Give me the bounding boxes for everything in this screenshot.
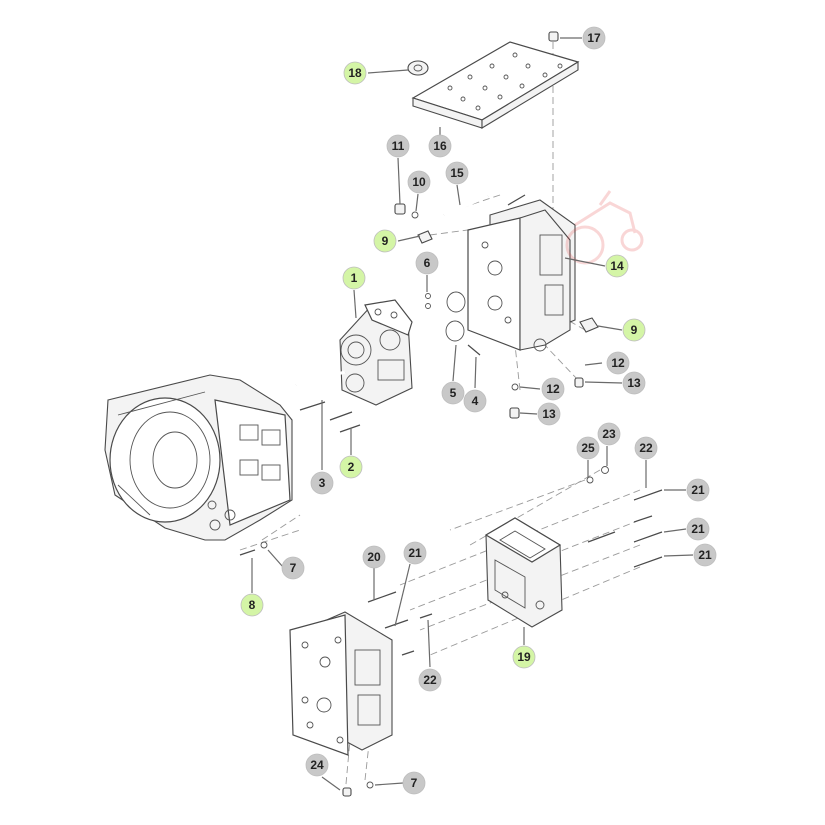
callout-19: 19	[512, 645, 536, 669]
svg-text:21: 21	[691, 522, 705, 536]
svg-text:24: 24	[310, 758, 324, 772]
svg-text:10: 10	[412, 175, 426, 189]
svg-text:19: 19	[517, 650, 531, 664]
callout-7-lower: 7	[402, 771, 426, 795]
svg-text:18: 18	[348, 66, 362, 80]
callout-11: 11	[386, 134, 410, 158]
callouts: 17 18 16 11 10 15 9 14 6 1 9 12 5 4 12 1…	[240, 26, 717, 795]
callout-15: 15	[445, 161, 469, 185]
callout-22-lower: 22	[418, 668, 442, 692]
svg-text:6: 6	[424, 256, 431, 270]
cover-plate	[411, 41, 580, 129]
callout-22-right: 22	[634, 436, 658, 460]
svg-text:12: 12	[546, 382, 560, 396]
callout-3: 3	[310, 471, 334, 495]
callout-7-upper: 7	[281, 556, 305, 580]
svg-text:3: 3	[319, 476, 326, 490]
seals-and-pins	[425, 291, 481, 356]
svg-text:21: 21	[408, 546, 422, 560]
spacer-frame	[484, 517, 563, 628]
callout-6: 6	[415, 251, 439, 275]
callout-9-upper: 9	[373, 229, 397, 253]
callout-24: 24	[305, 753, 329, 777]
callout-17: 17	[582, 26, 606, 50]
svg-text:15: 15	[450, 166, 464, 180]
svg-text:5: 5	[450, 386, 457, 400]
svg-text:9: 9	[631, 323, 638, 337]
callout-5: 5	[441, 381, 465, 405]
svg-text:17: 17	[587, 31, 601, 45]
svg-text:21: 21	[698, 548, 712, 562]
svg-text:22: 22	[423, 673, 437, 687]
grommet-part	[407, 60, 429, 76]
watermark	[565, 190, 644, 265]
callout-21-top: 21	[686, 478, 710, 502]
svg-text:25: 25	[581, 441, 595, 455]
callout-13-right: 13	[622, 371, 646, 395]
svg-text:23: 23	[602, 427, 616, 441]
callout-14: 14	[605, 254, 629, 278]
callout-23: 23	[597, 422, 621, 446]
svg-text:7: 7	[290, 561, 297, 575]
callout-4: 4	[463, 389, 487, 413]
callout-13-lower: 13	[537, 402, 561, 426]
callout-12-lower: 12	[541, 377, 565, 401]
fittings-right	[509, 317, 599, 419]
callout-16: 16	[428, 134, 452, 158]
callout-2: 2	[339, 455, 363, 479]
svg-text:9: 9	[382, 234, 389, 248]
svg-text:2: 2	[348, 460, 355, 474]
callout-18: 18	[343, 61, 367, 85]
valve-housing	[467, 199, 576, 352]
dowel-pins	[367, 466, 663, 656]
callout-21-middle: 21	[686, 517, 710, 541]
callout-21-bottom: 21	[693, 543, 717, 567]
transmission-housing	[104, 374, 293, 541]
callout-12-right: 12	[606, 351, 630, 375]
svg-text:12: 12	[611, 356, 625, 370]
svg-text:8: 8	[249, 598, 256, 612]
screw-part-17	[548, 31, 559, 42]
callout-10: 10	[407, 170, 431, 194]
watermark-tractor-logo	[565, 190, 644, 265]
bolt-15	[443, 194, 526, 217]
svg-text:7: 7	[411, 776, 418, 790]
callout-9-right: 9	[622, 318, 646, 342]
pump-bolts	[295, 370, 361, 433]
fittings-upper	[394, 203, 433, 244]
callout-1: 1	[342, 266, 366, 290]
callout-8: 8	[240, 593, 264, 617]
svg-text:11: 11	[392, 139, 405, 153]
callout-20: 20	[362, 545, 386, 569]
svg-text:13: 13	[627, 376, 641, 390]
leader-lines	[251, 37, 694, 791]
callout-21-left: 21	[403, 541, 427, 565]
svg-text:16: 16	[433, 139, 447, 153]
housing-bolt-8	[239, 541, 268, 556]
svg-text:22: 22	[639, 441, 653, 455]
svg-text:21: 21	[691, 483, 705, 497]
pump-assembly	[339, 299, 413, 406]
svg-text:20: 20	[367, 550, 381, 564]
svg-text:1: 1	[351, 271, 358, 285]
rear-housing	[289, 611, 393, 797]
svg-text:4: 4	[472, 394, 479, 408]
callout-25: 25	[576, 436, 600, 460]
svg-text:13: 13	[542, 407, 556, 421]
svg-text:14: 14	[610, 259, 624, 273]
